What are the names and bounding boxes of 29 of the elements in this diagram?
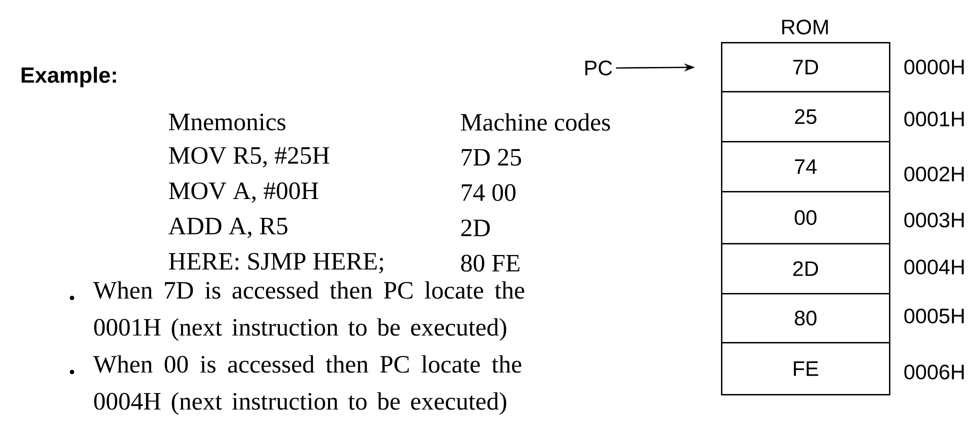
memory-cell: 2D [721,243,890,294]
bullet-text: When 7D is accessed then PC locate the 0001H (next instruction to be executed) [70,281,524,341]
memory-cell: 80 [721,293,890,344]
bullet-text: When 00 is accessed then PC locate the 0004H (next instruction to be executed) [70,355,522,415]
memory-cell: 74 [721,141,890,192]
mnemonic-text: HERE: SJMP HERE; [168,253,383,274]
memory-cell: FE [721,342,890,396]
memory-cell: 7D [721,42,890,92]
machine-code-text: 80 FE [461,254,520,272]
address-label: 0001H [904,112,964,126]
node-label: ROM [782,20,828,34]
address-label: 0006H [904,364,964,380]
memory-cell: 25 [721,91,890,142]
address-label: 0002H [904,166,964,182]
memory-cell: 00 [721,191,890,244]
mnemonic-text: MOV A, #00H [168,182,318,203]
mnemonic-text: ADD A, R5 [168,218,288,238]
address-label: 0005H [904,308,964,324]
column-header: Mnemonics [168,114,286,130]
column-header: Machine codes [460,113,610,131]
pointer-label: PC [585,60,612,76]
machine-code-text: 2D [461,220,490,236]
mnemonic-text: MOV R5, #25H [168,147,330,168]
address-label: 0004H [904,260,964,274]
machine-code-text: 74 00 [462,184,516,202]
address-label: 0003H [904,212,964,228]
machine-code-text: 7D 25 [462,148,522,166]
heading: Example: [22,66,116,88]
address-label: 0000H [904,60,964,74]
